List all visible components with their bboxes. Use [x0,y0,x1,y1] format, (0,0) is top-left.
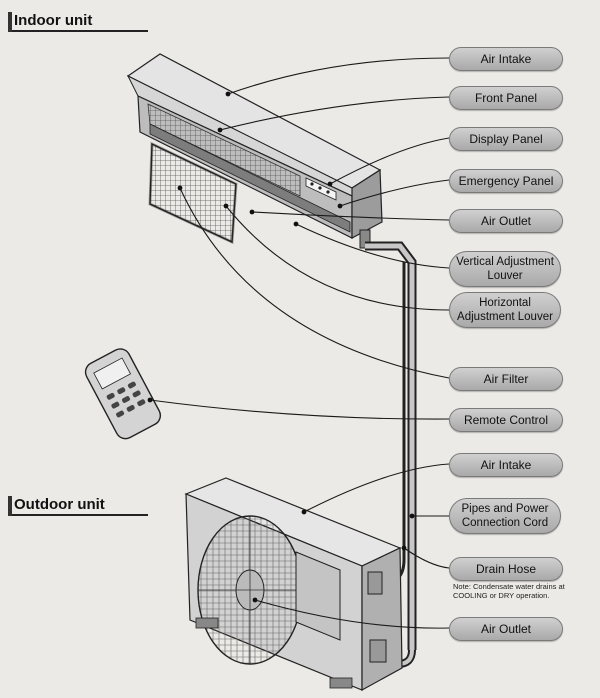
drain-note: Note: Condensate water drains at COOLING… [453,582,565,600]
label-air-intake-indoor: Air Intake [449,47,563,71]
label-pipes-cord: Pipes and Power Connection Cord [449,498,561,534]
leader-air-outlet-top [251,211,450,221]
label-air-filter: Air Filter [449,367,563,391]
outdoor-unit-title: Outdoor unit [8,496,148,516]
indoor-unit-title: Indoor unit [8,12,148,32]
label-vertical-louver: Vertical Adjustment Louver [449,251,561,287]
leader-emergency-panel [339,179,450,207]
outdoor-unit [184,477,403,692]
leader-air-filter [179,187,450,379]
label-display-panel: Display Panel [449,127,563,151]
leader-vertical-louver [295,223,450,269]
leader-air-outlet-bottom [254,599,450,629]
label-drain-hose: Drain Hose [449,557,563,581]
leader-drain-hose [403,547,450,569]
indoor-unit [126,53,383,249]
leader-remote-control [149,399,450,420]
label-remote-control: Remote Control [449,408,563,432]
label-front-panel: Front Panel [449,86,563,110]
leader-display-panel [329,137,450,185]
label-horizontal-louver: Horizontal Adjustment Louver [449,292,561,328]
label-emergency-panel: Emergency Panel [449,169,563,193]
air-filter [148,141,238,245]
leader-lines [149,57,450,629]
leader-air-intake-bottom [303,463,450,513]
remote-control [84,348,162,440]
leader-air-intake-top [227,57,450,95]
label-air-intake-outdoor: Air Intake [449,453,563,477]
label-air-outlet-outdoor: Air Outlet [449,617,563,641]
label-air-outlet-indoor: Air Outlet [449,209,563,233]
leader-dots [147,91,415,603]
leader-horizontal-louver [225,205,450,311]
leader-front-panel [219,96,450,131]
